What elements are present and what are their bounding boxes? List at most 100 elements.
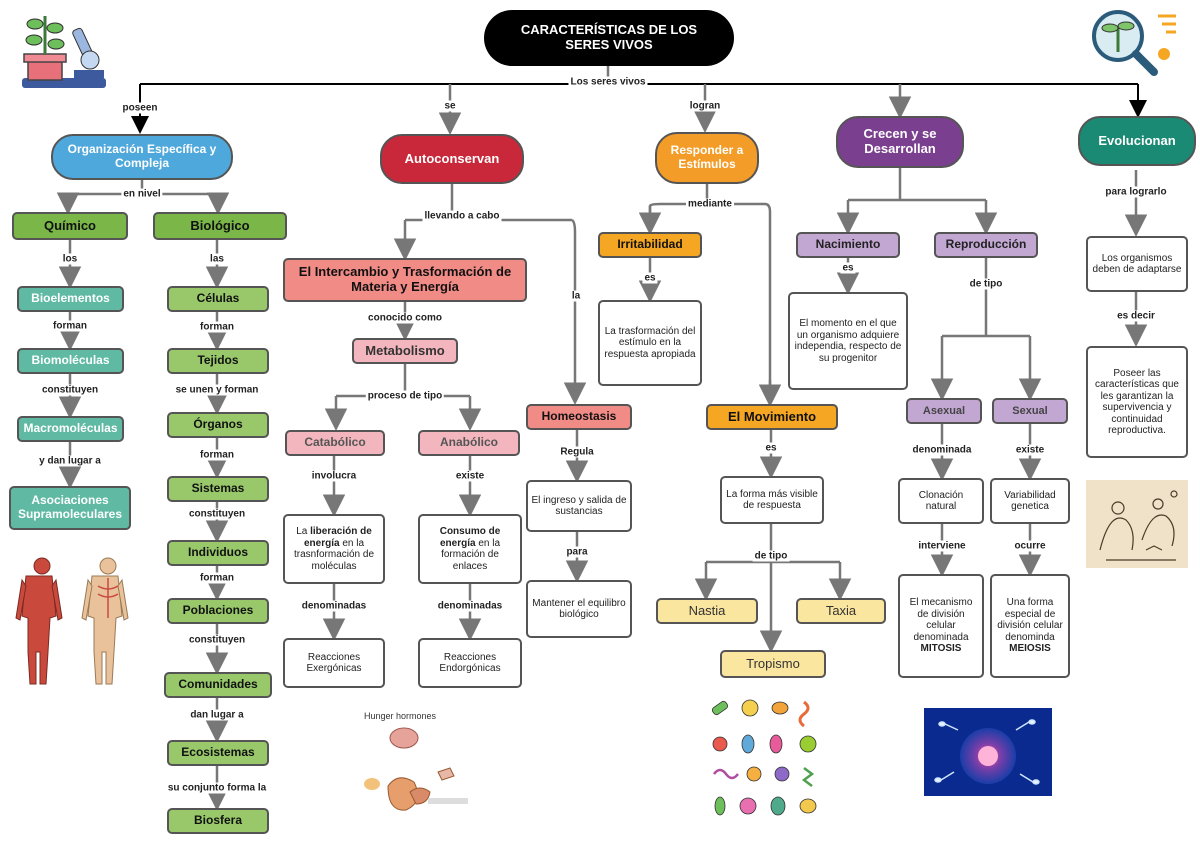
conn-es-irr: es xyxy=(642,272,658,284)
node-variabilidad-label: Variabilidad genetica xyxy=(1004,489,1056,513)
node-irritabilidad-label: Irritabilidad xyxy=(617,237,683,252)
conn-bio-7: dan lugar a xyxy=(188,709,246,721)
conn-bio-2: se unen y forman xyxy=(173,384,261,396)
conn-denominadas-ana: denominadas xyxy=(435,600,505,612)
conn-la: la xyxy=(569,290,583,302)
hunger-hormones-caption: Hunger hormones xyxy=(361,711,439,721)
node-nacimiento-desc: El momento en el que un organismo adquie… xyxy=(788,292,908,390)
nacimiento-desc-label: El momento en el que un organismo adquie… xyxy=(794,318,902,364)
node-poblaciones: Poblaciones xyxy=(167,598,269,624)
node-individuos-label: Individuos xyxy=(188,545,248,560)
conn-existe-sex: existe xyxy=(1013,444,1047,456)
node-irritabilidad: Irritabilidad xyxy=(598,232,702,258)
node-tejidos: Tejidos xyxy=(167,348,269,374)
node-ecosistemas-label: Ecosistemas xyxy=(181,745,255,760)
branch-autoconservan-label: Autoconservan xyxy=(404,150,500,166)
irritabilidad-desc-label: La trasformación del estímulo en la resp… xyxy=(604,325,696,360)
node-macromoleculas-label: Macromoléculas xyxy=(23,421,118,436)
node-meiosis: Una forma especial de división celular d… xyxy=(990,574,1070,678)
node-metabolismo-label: Metabolismo xyxy=(365,342,445,358)
nivel-biologico-label: Biológico xyxy=(190,217,250,233)
node-taxia: Taxia xyxy=(796,598,886,624)
node-irritabilidad-desc: La trasformación del estímulo en la resp… xyxy=(598,300,702,386)
meiosis-text: Una forma especial de división celular d… xyxy=(995,597,1065,655)
catabolico-desc-text: La liberación de energía en la trasnform… xyxy=(288,526,380,572)
conn-poseen: poseen xyxy=(120,102,160,114)
node-celulas-label: Células xyxy=(196,291,240,306)
catabolico-desc-pre: La xyxy=(296,526,308,537)
conn-quimico-3: y dan lugar a xyxy=(37,455,103,467)
node-equilibrio: Mantener el equilibro biológico xyxy=(526,580,632,638)
supervivencia-label: Poseer las características que les garan… xyxy=(1095,367,1179,437)
node-sistemas: Sistemas xyxy=(167,476,269,502)
conn-denominadas-cat: denominadas xyxy=(299,600,369,612)
mitosis-text-pre: El mecanismo de división celular denomin… xyxy=(909,597,973,643)
node-endorgonicas-label: Reacciones Endorgónicas xyxy=(439,651,501,675)
node-homeostasis-desc: El ingreso y salida de sustancias xyxy=(526,480,632,532)
node-reproduccion: Reproducción xyxy=(934,232,1038,258)
conn-se: se xyxy=(442,100,458,112)
conn-es-nac: es xyxy=(840,262,856,274)
conn-logran: logran xyxy=(687,100,723,112)
node-asexual-label: Asexual xyxy=(922,404,966,417)
node-sexual: Sexual xyxy=(992,398,1068,424)
node-equilibrio-label: Mantener el equilibro biológico xyxy=(532,597,626,621)
node-homeostasis-label: Homeostasis xyxy=(541,409,617,424)
node-ecosistemas: Ecosistemas xyxy=(167,740,269,766)
node-movimiento: El Movimiento xyxy=(706,404,838,430)
branch-organizacion-label: Organización Específica y Compleja xyxy=(67,142,217,170)
branch-evolucionan: Evolucionan xyxy=(1078,116,1196,166)
mitosis-text: El mecanismo de división celular denomin… xyxy=(903,597,979,655)
title-text: CARACTERÍSTICAS DE LOS SERES VIVOS xyxy=(520,22,698,52)
node-nastia-label: Nastia xyxy=(688,602,726,618)
conn-de-tipo-mov: de tipo xyxy=(752,550,790,562)
conn-es-mov: es xyxy=(763,442,779,454)
node-sistemas-label: Sistemas xyxy=(191,481,245,496)
node-anabolico: Anabólico xyxy=(418,430,520,456)
conn-bio-4: constituyen xyxy=(186,508,248,520)
node-intercambio-label: El Intercambio y Trasformación de Materi… xyxy=(298,264,512,294)
conn-bio-6: constituyen xyxy=(186,634,248,646)
node-organos: Órganos xyxy=(167,412,269,438)
branch-crecen: Crecen y se Desarrollan xyxy=(836,116,964,168)
node-movimiento-desc: La forma más visible de respuesta xyxy=(720,476,824,524)
node-bioelementos-label: Bioelementos xyxy=(31,291,110,306)
meiosis-text-pre: Una forma especial de división celular d… xyxy=(997,597,1063,643)
branch-autoconservan: Autoconservan xyxy=(380,134,524,184)
node-endorgonicas: Reacciones Endorgónicas xyxy=(418,638,522,688)
conn-bio-1: forman xyxy=(198,321,236,333)
conn-conocido: conocido como xyxy=(366,312,444,324)
conn-de-tipo-rep: de tipo xyxy=(967,278,1005,290)
node-anabolico-desc: Consumo de energía en la formación de en… xyxy=(418,514,522,584)
anabolico-desc-bold: Consumo de energía xyxy=(439,526,501,549)
branch-crecen-label: Crecen y se Desarrollan xyxy=(863,126,937,156)
conn-quimico-1: forman xyxy=(51,320,89,332)
nivel-biologico: Biológico xyxy=(153,212,287,240)
node-nacimiento: Nacimiento xyxy=(796,232,900,258)
node-taxia-label: Taxia xyxy=(825,602,857,618)
node-biomoleculas-label: Biomoléculas xyxy=(31,353,110,368)
sperm-egg-image xyxy=(924,708,1052,796)
anabolico-desc-post: en la formación de enlaces xyxy=(441,537,501,572)
homeostasis-desc-label: El ingreso y salida de sustancias xyxy=(531,494,627,518)
node-homeostasis: Homeostasis xyxy=(526,404,632,430)
node-biomoleculas: Biomoléculas xyxy=(17,348,124,374)
node-poblaciones-label: Poblaciones xyxy=(182,603,254,618)
conn-llevando: llevando a cabo xyxy=(422,210,502,222)
hunger-hormones-image: Hunger hormones xyxy=(358,708,478,824)
node-comunidades-label: Comunidades xyxy=(178,677,258,692)
conn-quimico-0: los xyxy=(60,253,80,265)
node-organos-label: Órganos xyxy=(193,417,243,432)
meiosis-text-bold: MEIOSIS xyxy=(1009,643,1051,655)
node-exergonicas-label: Reacciones Exergónicas xyxy=(306,651,362,675)
conn-proceso: proceso de tipo xyxy=(365,390,445,402)
conn-bio-0: las xyxy=(208,253,226,265)
node-reproduccion-label: Reproducción xyxy=(945,237,1027,252)
node-exergonicas: Reacciones Exergónicas xyxy=(283,638,385,688)
node-macromoleculas: Macromoléculas xyxy=(17,416,124,442)
node-asociaciones-label: Asociaciones Supramoleculares xyxy=(17,493,123,521)
conn-bio-5: forman xyxy=(198,572,236,584)
node-adaptarse: Los organismos deben de adaptarse xyxy=(1086,236,1188,292)
node-clonacion-label: Clonación natural xyxy=(918,489,964,513)
microorganisms-image xyxy=(711,699,817,816)
